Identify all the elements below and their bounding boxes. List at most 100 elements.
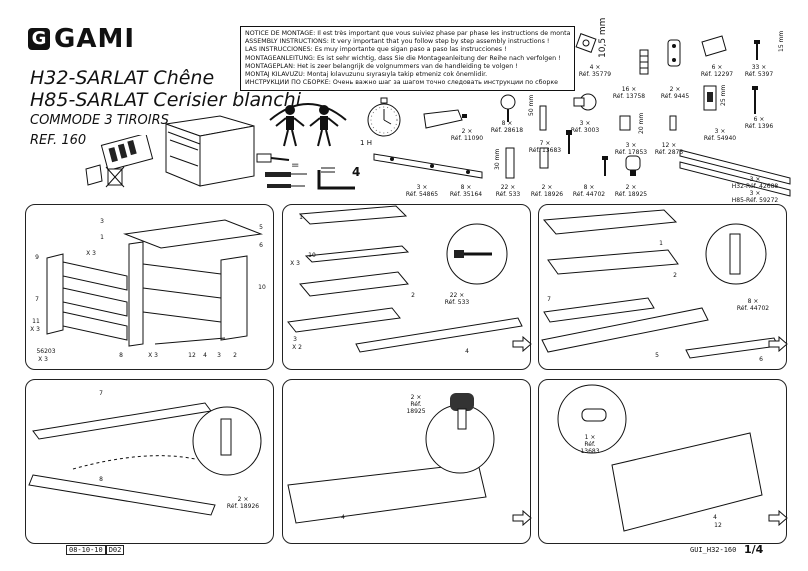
s3-label-2: 2 xyxy=(673,272,677,279)
two-persons-icon xyxy=(269,103,347,147)
product-subtitle: COMMODE 3 TIROIRS xyxy=(30,113,169,128)
s1-label-6: 6 xyxy=(259,242,263,249)
notice-line-ru: ИНСТРУКЦИИ ПО СБОРКЕ: Очень важно шаг за… xyxy=(245,79,559,87)
s2-mult-1: X 3 xyxy=(290,260,300,267)
hw-13683: 7 ×Réf. 13683 xyxy=(528,140,562,154)
hw-533: 22 ×Réf. 533 xyxy=(495,184,521,198)
s1-label-1: 1 xyxy=(100,234,104,241)
cam-bolt-icon xyxy=(500,94,516,122)
s1-label-7: 7 xyxy=(35,296,39,303)
tools-illustration xyxy=(256,153,355,190)
corner-bracket-icon xyxy=(701,35,727,57)
hardware-icons xyxy=(500,33,791,197)
next-arrow-icon xyxy=(512,510,532,526)
footer-code: D02 xyxy=(105,545,125,555)
dresser-illustration xyxy=(165,115,255,187)
notice-line-nl: MONTAGEPLAN: Het is zeer belangrijk de v… xyxy=(245,62,518,70)
s1-mult-3: X 3 xyxy=(38,356,48,363)
rail-screw-icon xyxy=(566,130,572,154)
hw-44702: 8 ×Réf. 44702 xyxy=(572,184,606,198)
hw-28618: 8 ×Réf. 28618 xyxy=(490,120,524,134)
s1-label-4: 4 xyxy=(203,352,207,359)
hw-54865: 3 ×Réf. 54865 xyxy=(405,184,439,198)
wood-dowel-icon xyxy=(505,147,515,179)
notice-line-fr: NOTICE DE MONTAGE: Il est très important… xyxy=(245,30,570,37)
notice-line-en: ASSEMBLY INSTRUCTIONS: It very important… xyxy=(245,38,550,46)
insert-icon xyxy=(619,115,631,131)
s2-label-10: 10 xyxy=(308,252,316,259)
hw-18925: 2 ×Réf. 18925 xyxy=(614,184,648,198)
s4-label-7: 7 xyxy=(99,390,103,397)
hw-54940: 3 ×Réf. 54940 xyxy=(703,128,737,142)
knob-icon xyxy=(625,155,641,176)
s1-mult-1: X 3 xyxy=(86,250,96,257)
s2-label-4: 4 xyxy=(465,348,469,355)
dowel-icon xyxy=(639,49,649,75)
s2-label-2: 2 xyxy=(411,292,415,299)
dim-10-5: 10,5 mm xyxy=(598,17,608,58)
s1-label-11: 11 xyxy=(32,318,40,325)
screw-icon xyxy=(754,40,760,60)
step-6-diagram xyxy=(557,384,763,532)
s1-label-3b: 3 xyxy=(217,352,221,359)
dim-30: 30 mm xyxy=(494,148,501,170)
s3-label-6: 6 xyxy=(759,356,763,363)
s2-mult-2: X 2 xyxy=(292,344,302,351)
packaging-icon xyxy=(85,135,154,188)
s3-label-5: 5 xyxy=(655,352,659,359)
s5-label-4: 4 xyxy=(341,514,345,521)
s4-hw: 2 ×Réf. 18926 xyxy=(226,496,260,510)
step-2-diagram xyxy=(287,205,523,353)
s2-label-1: 1 xyxy=(299,214,303,221)
s2-label-3: 3 xyxy=(293,336,297,343)
dim-25: 25 mm xyxy=(720,84,727,106)
bracket-icon xyxy=(575,33,597,53)
s1-label-8: 8 xyxy=(119,352,123,359)
pin-icon xyxy=(669,115,677,131)
product-title-oak: H32-SARLAT Chêne xyxy=(30,67,215,89)
cam-lock-icon xyxy=(573,93,597,111)
stopwatch-icon xyxy=(367,97,401,137)
s1-label-5: 5 xyxy=(259,224,263,231)
hw-11090: 2 ×Réf. 11090 xyxy=(450,128,484,142)
hw-1396: 6 ×Réf. 1396 xyxy=(744,116,774,130)
s1-label-3: 3 xyxy=(100,218,104,225)
s4-label-8: 8 xyxy=(99,476,103,483)
s1-label-9: 9 xyxy=(35,254,39,261)
hw-35164: 8 ×Réf. 35164 xyxy=(449,184,483,198)
bolt-icon xyxy=(539,105,547,131)
s6-hw: 1 ×Réf. 13683 xyxy=(580,434,600,455)
s1-label-2: 2 xyxy=(233,352,237,359)
hw-5397: 33 ×Réf. 5397 xyxy=(744,64,774,78)
glue-tube-icon xyxy=(423,109,467,129)
s1-label-12: 12 xyxy=(188,352,196,359)
page-number: 1/4 xyxy=(744,543,764,556)
s1-mult-4: X 3 xyxy=(148,352,158,359)
plate-icon xyxy=(667,39,681,67)
long-screw-icon xyxy=(752,86,758,114)
s6-label-4: 4 xyxy=(713,514,717,521)
s1-code: 56203 xyxy=(36,348,56,355)
hw-17853: 3 ×Réf. 17853 xyxy=(614,142,648,156)
step-3-diagram xyxy=(541,209,779,359)
dim-20: 20 mm xyxy=(638,112,645,134)
s5-hw: 2 ×Réf. 18925 xyxy=(406,394,426,415)
brand-mark-icon: G xyxy=(28,28,50,50)
s3-hw: 8 ×Réf. 44702 xyxy=(736,298,770,312)
drawer-runner-icon xyxy=(373,153,483,179)
s1-mult-2: X 3 xyxy=(30,326,40,333)
tools-count: 4 xyxy=(352,165,361,179)
brand-name: GAMI xyxy=(54,24,136,54)
step-1-diagram xyxy=(46,219,263,347)
hw-9445: 2 ×Réf. 9445 xyxy=(660,86,690,100)
s6-label-12: 12 xyxy=(714,522,722,529)
notice-line-tr: MONTAJ KILAVUZU: Montaj kılavuzunu sıyra… xyxy=(245,71,488,79)
dim-50: 50 mm xyxy=(528,94,535,116)
time-label: 1 H xyxy=(360,139,372,147)
hw-13758: 16 ×Réf. 13758 xyxy=(612,86,646,100)
next-arrow-icon xyxy=(768,510,788,526)
notice-line-de: MONTAGEANLEITUNG: Es ist sehr wichtig, d… xyxy=(245,54,561,62)
short-dowel-icon xyxy=(539,147,549,169)
step-4-diagram xyxy=(28,402,262,516)
